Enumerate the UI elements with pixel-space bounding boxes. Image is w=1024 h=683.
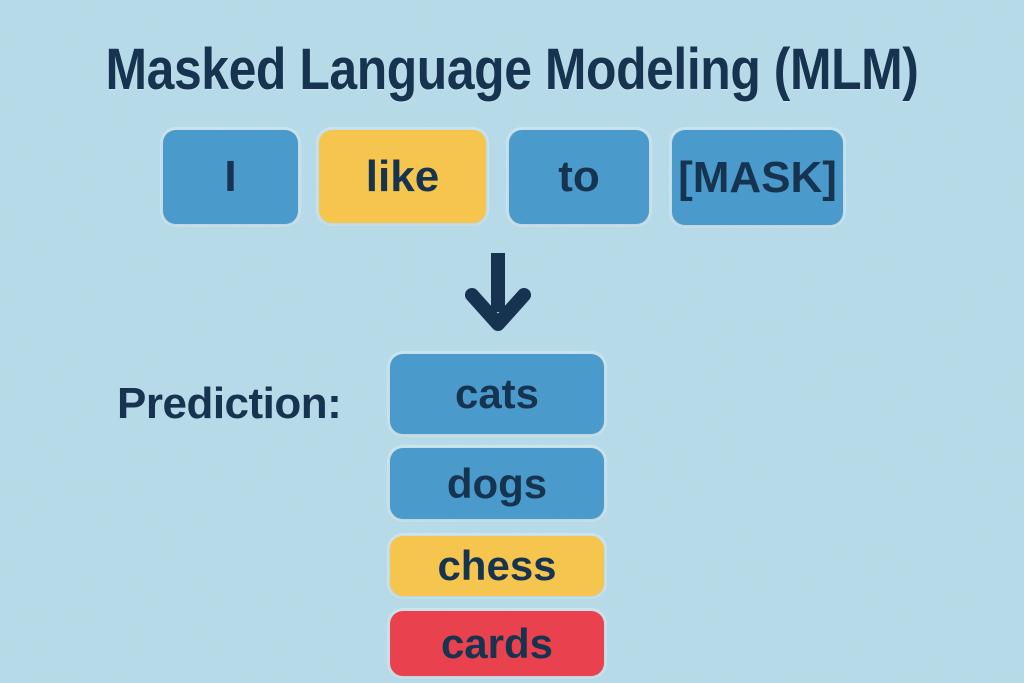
prediction-box-chess: chess xyxy=(390,536,604,596)
token-label: like xyxy=(365,151,440,201)
token-box-i: I xyxy=(163,130,298,224)
token-label: I xyxy=(224,152,237,201)
token-box-to: to xyxy=(509,130,649,224)
token-box-like: like xyxy=(319,130,486,223)
prediction-box-cats: cats xyxy=(390,354,604,434)
prediction-box-dogs: dogs xyxy=(390,448,604,519)
prediction-candidate-label: chess xyxy=(437,542,557,589)
prediction-candidate-label: cards xyxy=(440,619,554,667)
prediction-label: Prediction: xyxy=(117,379,342,428)
prediction-box-cards: cards xyxy=(390,611,604,676)
diagram-title: Masked Language Modeling (MLM) xyxy=(105,37,919,102)
prediction-candidate-label: dogs xyxy=(446,459,548,507)
token-box-mask: [MASK] xyxy=(672,130,843,225)
prediction-candidate-label: cats xyxy=(454,370,540,417)
down-arrow-icon xyxy=(465,253,531,331)
token-label: [MASK] xyxy=(678,152,837,202)
token-label: to xyxy=(558,152,600,201)
